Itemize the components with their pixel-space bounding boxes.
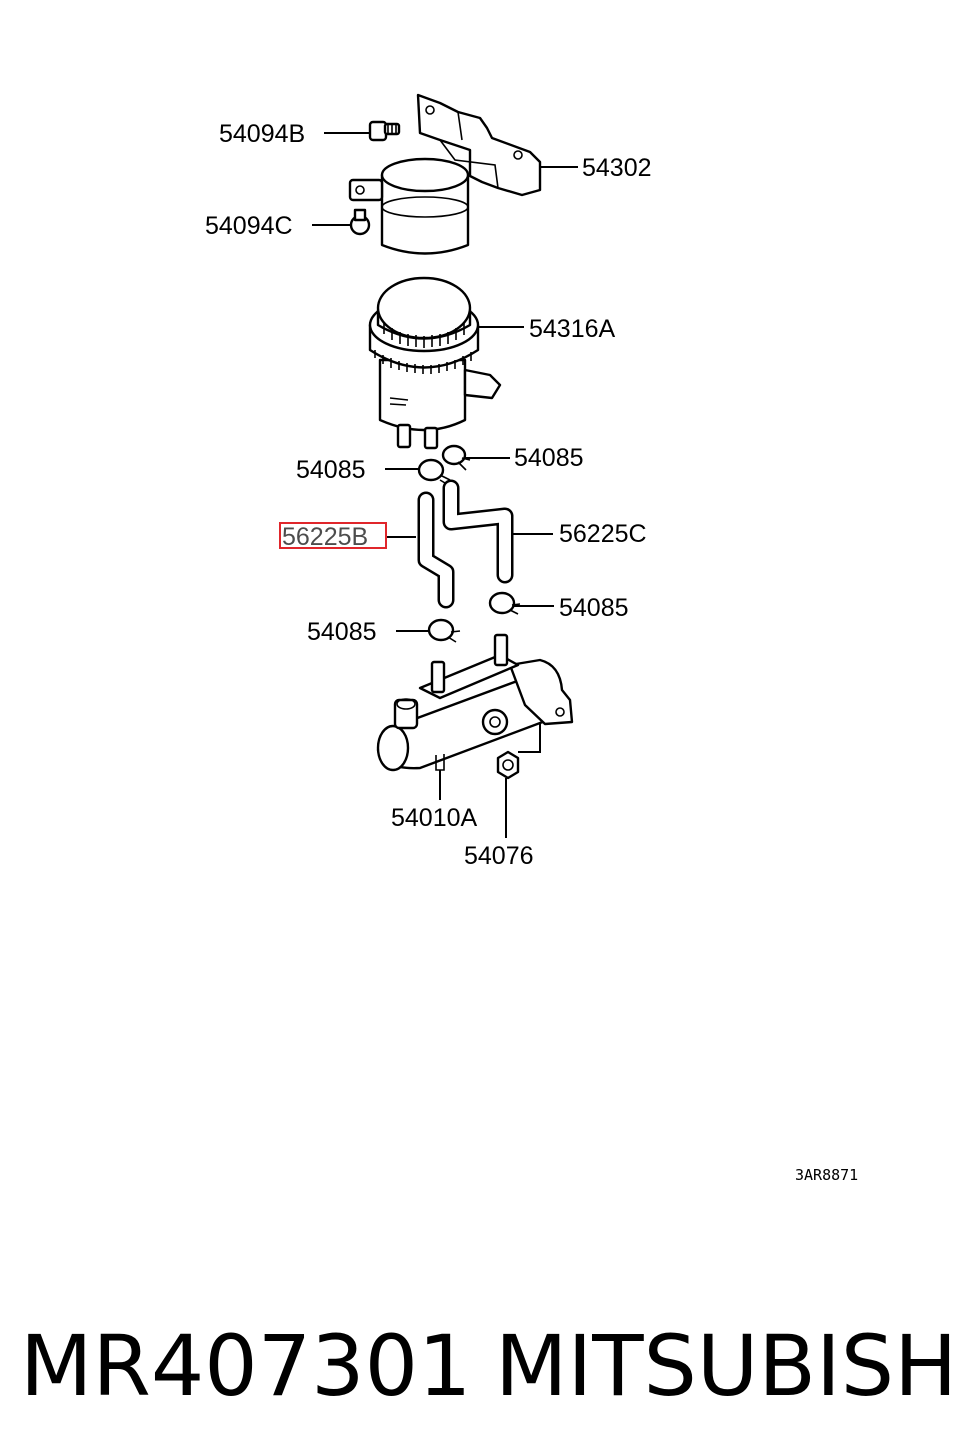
callout-clamp-lower-right: 54085 <box>559 594 629 622</box>
drawing-code: 3AR8871 <box>795 1166 858 1184</box>
hose-c-part[interactable] <box>442 479 514 584</box>
footer-part-number: MR407301 <box>20 1317 472 1415</box>
reservoir-part[interactable] <box>368 276 502 450</box>
footer-brand: MITSUBISHI <box>495 1317 960 1415</box>
master-cylinder-part[interactable] <box>376 633 574 772</box>
callout-hose-c: 56225C <box>559 520 647 548</box>
callout-bolt-c: 54094C <box>205 212 293 240</box>
callout-bolt-b: 54094B <box>219 120 305 148</box>
highlight-box <box>279 522 387 549</box>
leader-cylinder-bracket <box>518 722 541 753</box>
bolt-c-part[interactable] <box>349 208 371 236</box>
nut-part[interactable] <box>496 750 520 780</box>
callout-clamp-lower-left: 54085 <box>307 618 377 646</box>
clamp-lower-left-part[interactable] <box>427 618 461 643</box>
callout-clamp-upper-left: 54085 <box>296 456 366 484</box>
callout-bracket: 54302 <box>582 154 652 182</box>
reservoir-clamp-band[interactable] <box>348 157 470 255</box>
clamp-lower-right-part[interactable] <box>488 591 521 615</box>
callout-reservoir: 54316A <box>529 315 616 343</box>
callout-clamp-upper-right: 54085 <box>514 444 584 472</box>
callout-master-cylinder: 54010A <box>391 804 478 832</box>
hose-b-part[interactable] <box>417 491 455 609</box>
clamp-upper-right-part[interactable] <box>441 444 471 471</box>
callout-nut: 54076 <box>464 842 534 870</box>
callout-hose-b[interactable]: 56225B <box>282 523 368 551</box>
bolt-b-part[interactable] <box>368 120 401 142</box>
bracket-part[interactable] <box>416 93 542 197</box>
